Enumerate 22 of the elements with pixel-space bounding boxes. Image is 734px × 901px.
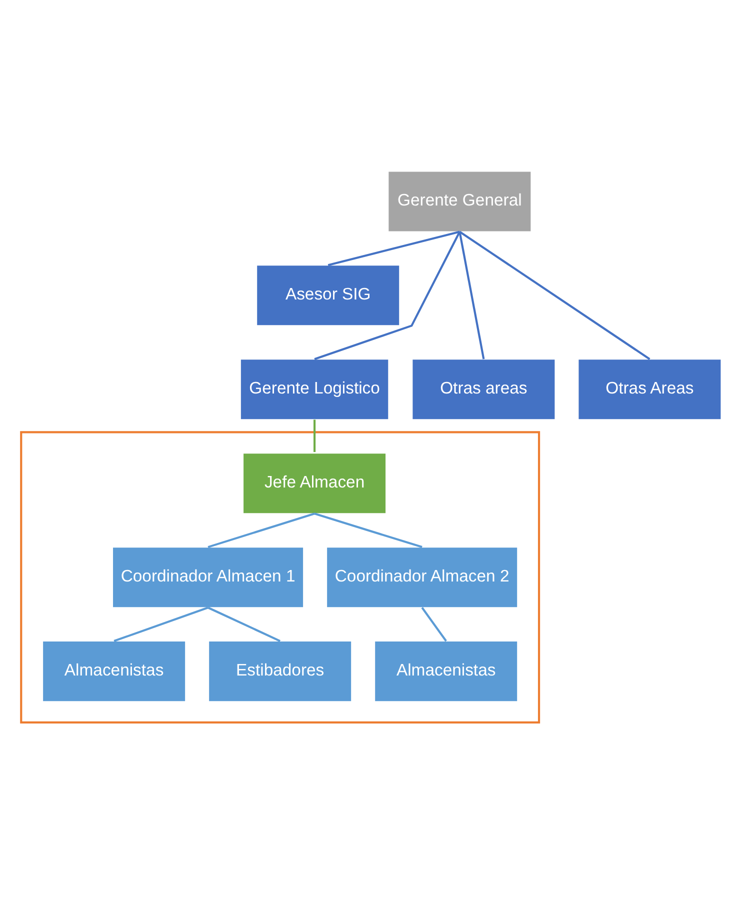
node-box: Almacenistas <box>374 640 518 702</box>
connector <box>208 512 315 548</box>
node-box: Otras Areas <box>578 358 722 420</box>
node-box: Coordinador Almacen 2 <box>326 546 518 608</box>
cluster <box>20 430 540 724</box>
node-box: Estibadores <box>208 640 352 702</box>
connector <box>458 231 485 359</box>
node-box: Asesor SIG <box>256 264 400 326</box>
connector <box>314 512 422 548</box>
node-box: Gerente General <box>388 170 532 232</box>
connector <box>328 230 460 266</box>
node-box: Coordinador Almacen 1 <box>112 546 304 608</box>
node-box: Jefe Almacen <box>242 452 387 514</box>
node-box: Gerente Logistico <box>240 358 390 420</box>
connector <box>208 606 281 642</box>
connector <box>314 419 316 452</box>
node-box: Otras areas <box>412 358 556 420</box>
connector <box>114 606 208 642</box>
connector <box>314 230 461 360</box>
connector <box>459 230 650 360</box>
node-box: Almacenistas <box>42 640 186 702</box>
connector <box>421 606 447 642</box>
